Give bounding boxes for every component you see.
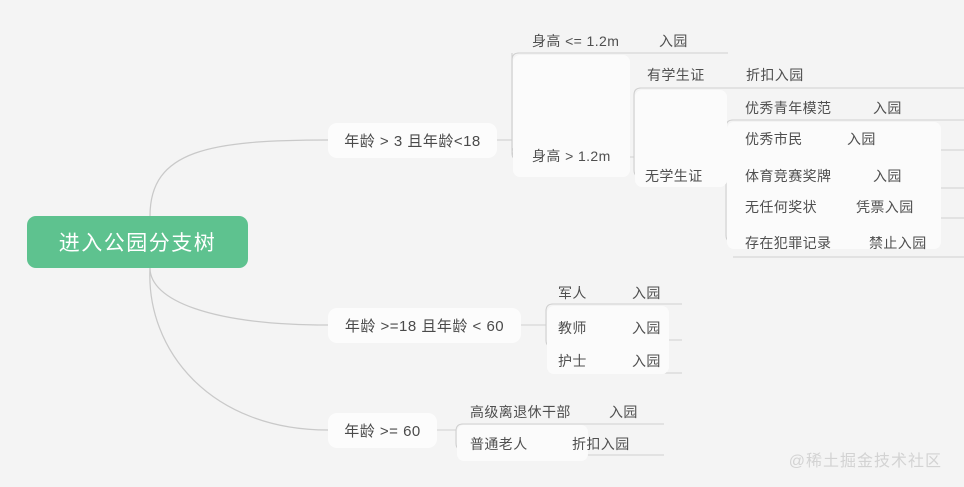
outcome-height-low: 入园: [659, 31, 688, 51]
outcome-teacher-text: 入园: [632, 320, 661, 336]
node-no-student-id[interactable]: 无学生证: [645, 166, 703, 186]
leaf-ordinary-senior[interactable]: 普通老人: [470, 434, 528, 454]
root-label: 进入公园分支树: [58, 232, 217, 255]
card-senior-children: [457, 425, 588, 461]
card-awards: [727, 122, 941, 249]
node-height-low[interactable]: 身高 <= 1.2m: [532, 31, 619, 51]
node-height-high[interactable]: 身高 > 1.2m: [532, 146, 611, 166]
leaf-good-citizen-label: 优秀市民: [745, 131, 803, 147]
branch-node-minor[interactable]: 年龄 > 3 且年龄<18: [328, 123, 497, 158]
leaf-youth-model[interactable]: 优秀青年模范: [745, 98, 831, 118]
outcome-ordinary-senior-text: 折扣入园: [572, 436, 630, 452]
leaf-senior-cadre-label: 高级离退休干部: [470, 404, 571, 420]
leaf-good-citizen[interactable]: 优秀市民: [745, 129, 803, 149]
outcome-youth-model: 入园: [873, 98, 902, 118]
leaf-teacher-label: 教师: [558, 320, 587, 336]
outcome-criminal-record: 禁止入园: [869, 233, 927, 253]
outcome-senior-cadre-text: 入园: [609, 404, 638, 420]
outcome-teacher: 入园: [632, 318, 661, 338]
outcome-sports-medal-text: 入园: [873, 168, 902, 184]
card-minor-subtree: [513, 55, 630, 177]
edge-root-to-minor: [149, 139, 329, 217]
leaf-youth-model-label: 优秀青年模范: [745, 100, 832, 116]
leaf-criminal-record[interactable]: 存在犯罪记录: [745, 233, 831, 253]
leaf-criminal-record-label: 存在犯罪记录: [745, 235, 832, 251]
outcome-nurse-text: 入园: [632, 353, 661, 369]
leaf-teacher[interactable]: 教师: [558, 318, 587, 338]
leaf-nurse[interactable]: 护士: [558, 351, 587, 371]
watermark-text: @稀土掘金技术社区: [788, 453, 942, 470]
leaf-nurse-label: 护士: [558, 353, 587, 369]
outcome-has-student-id: 折扣入园: [746, 65, 804, 85]
leaf-ordinary-senior-label: 普通老人: [470, 436, 528, 452]
leaf-sports-medal-label: 体育竞赛奖牌: [745, 168, 832, 184]
branch-node-senior[interactable]: 年龄 >= 60: [328, 413, 437, 448]
branch-label-minor: 年龄 > 3 且年龄<18: [344, 133, 481, 150]
card-student-subtree: [635, 90, 727, 187]
leaf-soldier[interactable]: 军人: [558, 283, 587, 303]
leaf-no-award-label: 无任何奖状: [745, 199, 817, 215]
branch-label-senior: 年龄 >= 60: [344, 423, 421, 440]
outcome-has-student-id-text: 折扣入园: [746, 67, 804, 83]
outcome-no-award-text: 凭票入园: [856, 199, 914, 215]
outcome-ordinary-senior: 折扣入园: [572, 434, 630, 454]
leaf-senior-cadre[interactable]: 高级离退休干部: [470, 402, 571, 422]
outcome-no-award: 凭票入园: [856, 197, 914, 217]
outcome-height-low-text: 入园: [659, 33, 688, 49]
outcome-soldier-text: 入园: [632, 285, 661, 301]
root-node[interactable]: 进入公园分支树: [27, 216, 248, 268]
outcome-sports-medal: 入园: [873, 166, 902, 186]
card-adult-children: [547, 306, 669, 374]
node-height-low-label: 身高 <= 1.2m: [532, 33, 620, 49]
leaf-sports-medal[interactable]: 体育竞赛奖牌: [745, 166, 831, 186]
node-no-student-id-label: 无学生证: [645, 168, 703, 184]
edge-root-to-senior: [149, 267, 329, 431]
outcome-good-citizen-text: 入园: [847, 131, 876, 147]
node-height-high-label: 身高 > 1.2m: [532, 148, 611, 164]
branch-node-adult[interactable]: 年龄 >=18 且年龄 < 60: [328, 308, 521, 343]
edge-root-to-adult: [149, 267, 329, 326]
leaf-soldier-label: 军人: [558, 285, 587, 301]
outcome-criminal-record-text: 禁止入园: [869, 235, 927, 251]
outcome-youth-model-text: 入园: [873, 100, 902, 116]
branch-label-adult: 年龄 >=18 且年龄 < 60: [344, 318, 505, 335]
leaf-no-award[interactable]: 无任何奖状: [745, 197, 817, 217]
outcome-soldier: 入园: [632, 283, 661, 303]
outcome-senior-cadre: 入园: [609, 402, 638, 422]
watermark: @稀土掘金技术社区: [789, 447, 942, 471]
outcome-nurse: 入园: [632, 351, 661, 371]
node-has-student-id[interactable]: 有学生证: [647, 65, 705, 85]
node-has-student-id-label: 有学生证: [647, 67, 705, 83]
outcome-good-citizen: 入园: [847, 129, 876, 149]
